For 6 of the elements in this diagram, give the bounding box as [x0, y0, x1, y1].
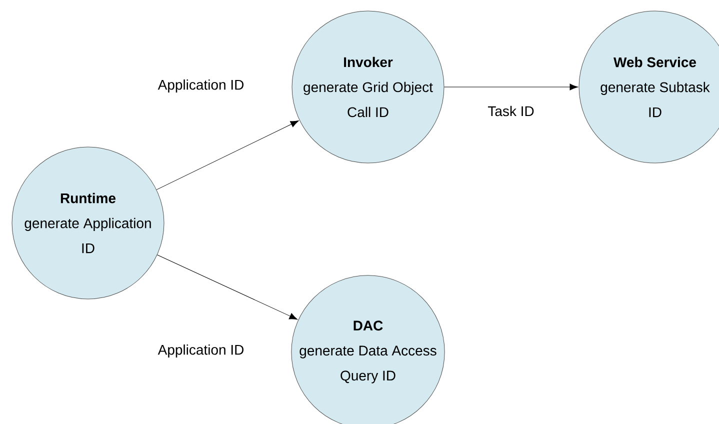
edge-label: Application ID: [156, 78, 246, 94]
edge-label: Task ID: [486, 104, 536, 118]
arrow: [156, 120, 299, 190]
edge-label: Application ID: [156, 343, 246, 359]
arrow: [157, 254, 298, 320]
arrow: [444, 84, 578, 90]
